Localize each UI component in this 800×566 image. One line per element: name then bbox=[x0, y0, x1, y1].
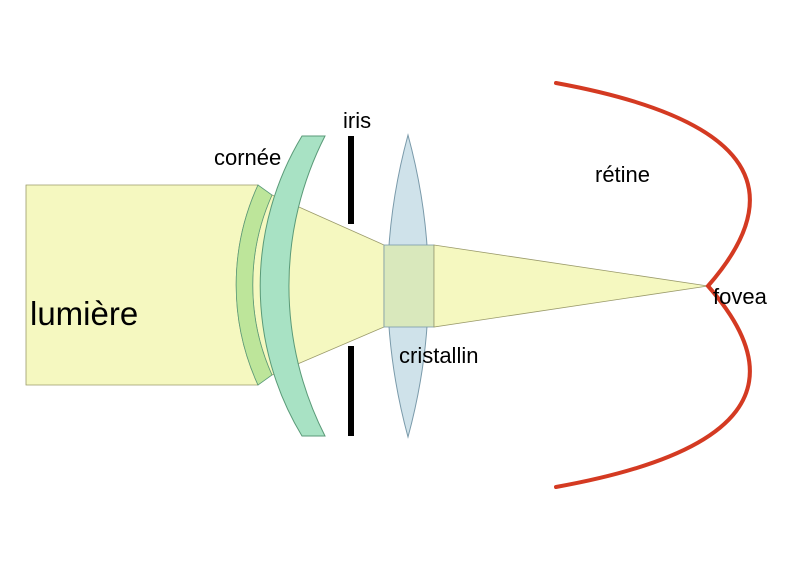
lens-light-overlap bbox=[383, 244, 435, 328]
cornea-light-overlap bbox=[235, 184, 273, 386]
fovea-label: fovea bbox=[713, 284, 768, 309]
iris-label: iris bbox=[343, 108, 371, 133]
light-label: lumière bbox=[30, 295, 138, 332]
incoming-light-beam bbox=[25, 184, 259, 386]
iris-lower-bar bbox=[348, 346, 354, 436]
iris-upper-bar bbox=[348, 136, 354, 224]
retina-label: rétine bbox=[595, 162, 650, 187]
retina bbox=[554, 81, 752, 489]
lens-label: cristallin bbox=[399, 343, 478, 368]
cornea-label: cornée bbox=[214, 145, 281, 170]
focused-light-beam bbox=[433, 244, 709, 328]
cornea bbox=[259, 135, 326, 437]
